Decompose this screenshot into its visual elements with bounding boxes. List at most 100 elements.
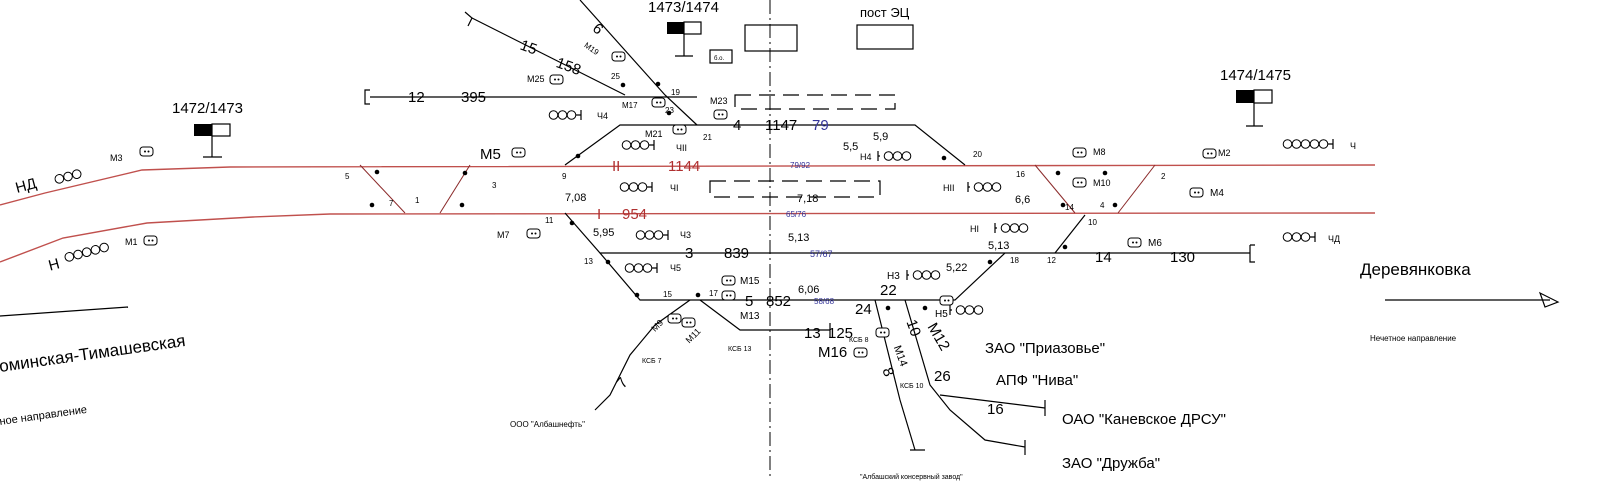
signal-lamps-icon[interactable] (967, 182, 1002, 192)
signal-label: Н3 (887, 271, 900, 282)
switch-number[interactable]: 1 (415, 196, 420, 205)
signal-label: М12 (924, 320, 953, 354)
bo-label: б.о. (714, 56, 724, 62)
switch-number[interactable]: 18 (1010, 256, 1019, 265)
signal-lamps-icon[interactable] (621, 140, 655, 150)
switch-number[interactable]: 11 (545, 216, 554, 225)
signal-label: М4 (1210, 188, 1224, 199)
track-number: 24 (855, 301, 872, 318)
shunt-signal-icon[interactable] (681, 317, 696, 328)
shunt-signal-icon[interactable] (549, 74, 564, 85)
shunt-signal-icon[interactable] (713, 109, 728, 120)
signal-label: Н5 (935, 309, 948, 320)
shunt-signal-icon[interactable] (1127, 237, 1142, 248)
signal-lamps-icon[interactable] (949, 305, 984, 315)
signal-lamps-icon[interactable] (54, 169, 82, 184)
track-5 (599, 252, 1006, 301)
switch-marker (885, 305, 891, 311)
ksb-label: КСБ 8 (849, 337, 869, 344)
switch-number[interactable]: 19 (671, 88, 680, 97)
switch-number[interactable]: 23 (665, 106, 674, 115)
siding-label: АПФ "Нива" (996, 372, 1078, 389)
shunt-signal-icon[interactable] (651, 97, 666, 108)
switch-marker (695, 292, 701, 298)
signal-label: М16 (818, 344, 847, 361)
switch-number[interactable]: 14 (1065, 203, 1074, 212)
distance-label: 5,13 (988, 240, 1009, 252)
signal-lamps-icon[interactable] (1282, 139, 1334, 149)
direction-label-left: ное направление (0, 404, 88, 428)
switch-number[interactable]: 12 (1047, 256, 1056, 265)
switch-marker (1102, 170, 1108, 176)
shunt-signal-icon[interactable] (853, 347, 868, 358)
shunt-signal-icon[interactable] (1072, 177, 1087, 188)
signal-lamps-icon[interactable] (624, 263, 658, 273)
signal-lamps-icon[interactable] (906, 270, 941, 280)
switch-number[interactable]: 3 (492, 181, 497, 190)
signal-label: М11 (684, 326, 703, 345)
signal-label: М15 (740, 276, 760, 287)
siding-8 (874, 299, 916, 451)
track-number: 26 (934, 368, 951, 385)
switch-number[interactable]: 16 (1016, 170, 1025, 179)
track-I (0, 212, 1376, 263)
signal-lamps-icon[interactable] (619, 182, 653, 192)
building-box (744, 24, 798, 52)
switch-number[interactable]: 2 (1161, 172, 1166, 181)
distance-label: 7,18 (797, 193, 818, 205)
siding-16 (939, 394, 1046, 409)
km-label: 1472/1473 (172, 100, 243, 117)
track-length: 125 (828, 325, 853, 342)
signal-label: НI (970, 224, 979, 234)
shunt-signal-icon[interactable] (875, 327, 890, 338)
shunt-signal-icon[interactable] (526, 228, 541, 239)
switch-number[interactable]: 4 (1100, 201, 1105, 210)
signal-lamps-icon[interactable] (994, 223, 1029, 233)
switch-number[interactable]: 5 (345, 172, 350, 181)
shunt-signal-icon[interactable] (1189, 187, 1204, 198)
switch-number[interactable]: 21 (703, 133, 712, 142)
switch-marker (634, 292, 640, 298)
shunt-signal-icon[interactable] (1072, 147, 1087, 158)
signal-lamps-icon[interactable] (1282, 232, 1316, 242)
track-capacity: 79/92 (790, 161, 811, 170)
shunt-signal-icon[interactable] (143, 235, 158, 246)
shunt-signal-icon[interactable] (611, 51, 626, 62)
switch-marker (462, 170, 468, 176)
switch-number[interactable]: 17 (709, 289, 718, 298)
shunt-signal-icon[interactable] (139, 146, 154, 157)
shunt-signal-icon[interactable] (721, 275, 736, 286)
switch-marker (666, 110, 672, 116)
distance-label: 5,9 (873, 131, 888, 143)
signal-lamps-icon[interactable] (64, 242, 109, 262)
switch-number[interactable]: 7 (389, 199, 394, 208)
crossover-5-7 (359, 164, 406, 214)
labels: 1473/1474 пост ЭЦ б.о. 1472/1473 1474/14… (0, 0, 1471, 481)
switch-number[interactable]: 25 (611, 72, 620, 81)
switch-number[interactable]: 13 (584, 257, 593, 266)
signal-lamps-icon[interactable] (548, 110, 582, 120)
track-number: 6 (589, 20, 606, 38)
left-direction-line (0, 306, 129, 317)
shunt-signal-icon[interactable] (721, 290, 736, 301)
shunt-signal-icon[interactable] (939, 295, 954, 306)
track-capacity: 58/68 (814, 297, 835, 306)
post-ec-box (856, 24, 914, 50)
switch-number[interactable]: 9 (562, 172, 567, 181)
signal-lamps-icon[interactable] (635, 230, 669, 240)
shunt-signal-icon[interactable] (667, 313, 682, 324)
km-sign-1472 (194, 123, 231, 158)
shunt-signal-icon[interactable] (1202, 148, 1217, 159)
distance-label: 5,95 (593, 227, 614, 239)
track-number: 12 (408, 89, 425, 106)
track-number: I (597, 206, 601, 223)
signal-lamps-icon[interactable] (877, 151, 912, 161)
switch-marker (1055, 170, 1061, 176)
switch-number[interactable]: 20 (973, 150, 982, 159)
shunt-signal-icon[interactable] (511, 147, 526, 158)
shunt-signal-icon[interactable] (672, 124, 687, 135)
switch-number[interactable]: 10 (1088, 218, 1097, 227)
switch-number[interactable]: 15 (663, 290, 672, 299)
switch-marker (369, 202, 375, 208)
siding-label: ООО "Албашнефть" (510, 420, 585, 429)
